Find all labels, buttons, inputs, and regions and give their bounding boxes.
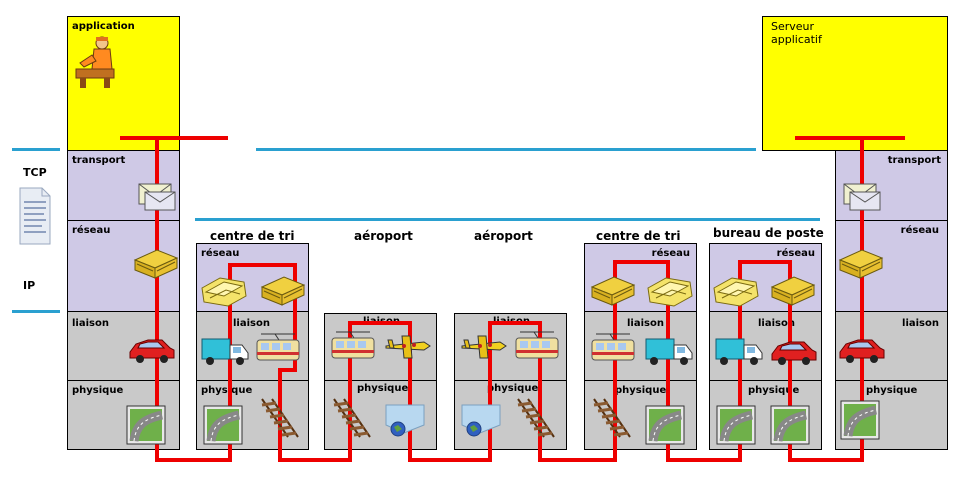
ip-label: IP — [23, 279, 36, 292]
server-physique-label: physique — [866, 385, 918, 396]
road-icon — [204, 406, 242, 444]
car-icon — [129, 339, 175, 364]
server-reseau-label: réseau — [900, 225, 939, 236]
station-5-reseau-layer: réseau — [709, 243, 822, 312]
document-icon — [19, 187, 51, 245]
station-3-physique-label: physique — [487, 383, 539, 394]
road-icon — [646, 406, 684, 444]
station-3-caption: aéroport — [474, 229, 533, 243]
road-icon — [717, 406, 755, 444]
tram-icon — [515, 331, 559, 359]
station-2-caption: aéroport — [354, 229, 413, 243]
server-application-layer: Serveur applicatif — [762, 16, 948, 151]
station-4-reseau-label: réseau — [651, 248, 690, 259]
ip-divider-line — [12, 310, 60, 313]
envelopes-icon — [843, 183, 881, 211]
station-1-liaison-label: liaison — [233, 318, 270, 329]
sky-globe-icon — [461, 404, 501, 437]
transport-divider-line — [256, 148, 756, 151]
letter-pile-icon — [134, 249, 178, 279]
station-1-physique-label: physique — [201, 385, 253, 396]
server-title: Serveur applicatif — [771, 20, 822, 46]
station-4-liaison-label: liaison — [627, 318, 664, 329]
server-liaison-label: liaison — [902, 318, 939, 329]
letter-pile-icon — [839, 249, 883, 279]
letter-pile-icon — [261, 276, 305, 306]
station-5-reseau-label: réseau — [776, 248, 815, 259]
airplane-icon — [385, 335, 431, 359]
person-at-desk-icon — [75, 36, 115, 88]
server-transport-label: transport — [887, 155, 941, 166]
station-1-caption: centre de tri — [210, 229, 295, 243]
station-5-liaison-label: liaison — [758, 318, 795, 329]
client-reseau-label: réseau — [72, 225, 111, 236]
sky-globe-icon — [385, 404, 425, 437]
station-2-physique-label: physique — [357, 383, 409, 394]
letter-pile-icon — [771, 276, 815, 306]
network-divider-line — [195, 218, 820, 221]
client-liaison-label: liaison — [72, 318, 109, 329]
client-application-label: application — [72, 21, 135, 32]
car-icon — [771, 341, 817, 366]
tcp-divider-line — [12, 148, 60, 151]
tram-icon — [591, 333, 635, 361]
client-physique-label: physique — [72, 385, 124, 396]
letter-pile-icon — [591, 276, 635, 306]
station-4-caption: centre de tri — [596, 229, 681, 243]
station-5-physique-label: physique — [748, 385, 800, 396]
airplane-icon — [461, 335, 507, 359]
tcp-label: TCP — [23, 166, 47, 179]
tram-icon — [256, 333, 300, 361]
road-icon — [127, 406, 165, 444]
letters-icon — [201, 277, 247, 307]
client-application-layer: application — [67, 16, 180, 151]
tram-icon — [331, 331, 375, 359]
client-reseau-layer: réseau — [67, 220, 180, 312]
client-transport-label: transport — [72, 155, 126, 166]
station-1-reseau-label: réseau — [201, 248, 240, 259]
road-icon — [841, 401, 879, 439]
station-5-caption: bureau de poste — [713, 226, 824, 240]
station-4-physique-label: physique — [615, 385, 667, 396]
railway-icon — [592, 397, 632, 439]
letters-icon — [647, 277, 693, 307]
railway-icon — [516, 397, 556, 439]
envelopes-icon — [138, 183, 176, 211]
station-3-physique-layer: physique — [454, 380, 567, 450]
road-icon — [771, 406, 809, 444]
truck-icon — [201, 338, 249, 366]
letters-icon — [713, 277, 759, 307]
